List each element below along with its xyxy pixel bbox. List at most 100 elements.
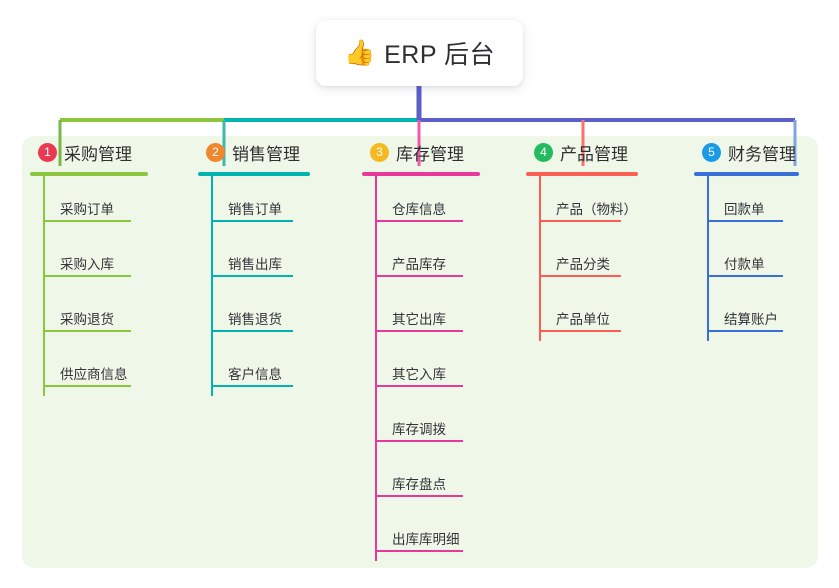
branch-child-label: 产品（物料）: [556, 202, 637, 217]
branch-child-item[interactable]: 采购退货: [28, 286, 176, 341]
branch-children: 回款单付款单结算账户: [692, 176, 822, 341]
branch-child-item[interactable]: 销售订单: [196, 176, 336, 231]
branch-child-label: 产品单位: [556, 312, 610, 327]
branch-child-label: 采购退货: [60, 312, 114, 327]
branch-number-badge: 1: [38, 142, 57, 162]
branch-child-label: 客户信息: [228, 367, 282, 382]
branch-child-item[interactable]: 产品分类: [524, 231, 664, 286]
branch-header-3[interactable]: 3 库存管理: [360, 136, 508, 168]
branch-number-badge: 2: [206, 142, 225, 162]
branch-child-underline: [707, 220, 783, 222]
branch-spine: [375, 176, 377, 561]
branch-number-badge: 5: [702, 142, 721, 162]
branch-child-label: 其它入库: [392, 367, 446, 382]
branch-child-item[interactable]: 客户信息: [196, 341, 336, 396]
branch-child-underline: [211, 330, 293, 332]
branch-child-item[interactable]: 结算账户: [692, 286, 822, 341]
branch-child-underline: [211, 275, 293, 277]
branch-children: 仓库信息产品库存其它出库其它入库库存调拨库存盘点出库库明细: [360, 176, 508, 561]
branch-column-5: 5 财务管理回款单付款单结算账户: [692, 136, 822, 341]
branch-column-1: 1 采购管理采购订单采购入库采购退货供应商信息: [28, 136, 176, 396]
branch-spine: [707, 176, 709, 341]
branch-column-3: 3 库存管理仓库信息产品库存其它出库其它入库库存调拨库存盘点出库库明细: [360, 136, 508, 561]
branch-child-underline: [375, 550, 463, 552]
branch-underline: [526, 172, 638, 176]
branch-child-underline: [43, 220, 131, 222]
branch-child-label: 结算账户: [724, 312, 778, 327]
thumbs-up-icon: 👍: [343, 38, 376, 67]
branch-spine: [211, 176, 213, 396]
branch-child-label: 产品库存: [392, 257, 446, 272]
branch-header-4[interactable]: 4 产品管理: [524, 136, 664, 168]
branch-child-label: 库存调拨: [392, 422, 446, 437]
branch-child-item[interactable]: 库存调拨: [360, 396, 508, 451]
branch-underline: [198, 172, 310, 176]
branch-child-underline: [43, 330, 131, 332]
branch-child-item[interactable]: 采购入库: [28, 231, 176, 286]
branch-number-badge: 3: [370, 142, 389, 162]
branch-child-item[interactable]: 采购订单: [28, 176, 176, 231]
branch-child-underline: [375, 495, 463, 497]
branch-child-item[interactable]: 供应商信息: [28, 341, 176, 396]
branch-child-label: 采购入库: [60, 257, 114, 272]
branch-child-underline: [43, 385, 131, 387]
branch-child-item[interactable]: 产品库存: [360, 231, 508, 286]
branch-header-1[interactable]: 1 采购管理: [28, 136, 176, 168]
branch-child-underline: [375, 440, 463, 442]
branch-title: 产品管理: [560, 144, 628, 164]
branch-child-label: 产品分类: [556, 257, 610, 272]
branch-child-label: 回款单: [724, 202, 765, 217]
branch-title: 销售管理: [232, 144, 300, 164]
branch-child-item[interactable]: 销售出库: [196, 231, 336, 286]
branch-underline: [30, 172, 148, 176]
branch-child-item[interactable]: 销售退货: [196, 286, 336, 341]
branch-title: 采购管理: [64, 144, 132, 164]
branch-columns: 1 采购管理采购订单采购入库采购退货供应商信息 2 销售管理销售订单销售出库销售退货客…: [0, 136, 839, 568]
branch-child-underline: [539, 330, 621, 332]
branch-child-underline: [707, 275, 783, 277]
root-title: ERP 后台: [384, 41, 496, 69]
branch-child-item[interactable]: 其它出库: [360, 286, 508, 341]
branch-children: 采购订单采购入库采购退货供应商信息: [28, 176, 176, 396]
branch-child-label: 付款单: [724, 257, 765, 272]
root-node[interactable]: 👍 ERP 后台: [316, 20, 523, 86]
branch-child-underline: [375, 275, 463, 277]
branch-child-underline: [375, 220, 463, 222]
branch-number-badge: 4: [534, 142, 553, 162]
branch-child-label: 销售出库: [228, 257, 282, 272]
branch-child-label: 采购订单: [60, 202, 114, 217]
branch-child-item[interactable]: 其它入库: [360, 341, 508, 396]
branch-child-underline: [539, 220, 621, 222]
branch-child-label: 供应商信息: [60, 367, 128, 382]
branch-underline: [362, 172, 480, 176]
branch-underline: [694, 172, 799, 176]
branch-child-label: 仓库信息: [392, 202, 446, 217]
branch-title: 库存管理: [396, 144, 464, 164]
branch-child-underline: [211, 385, 293, 387]
branch-child-underline: [375, 330, 463, 332]
branch-child-label: 销售退货: [228, 312, 282, 327]
branch-child-item[interactable]: 仓库信息: [360, 176, 508, 231]
branch-child-item[interactable]: 回款单: [692, 176, 822, 231]
branch-child-underline: [211, 220, 293, 222]
branch-children: 销售订单销售出库销售退货客户信息: [196, 176, 336, 396]
branch-spine: [539, 176, 541, 341]
branch-child-item[interactable]: 产品（物料）: [524, 176, 664, 231]
branch-child-underline: [43, 275, 131, 277]
branch-header-5[interactable]: 5 财务管理: [692, 136, 822, 168]
branch-child-label: 销售订单: [228, 202, 282, 217]
branch-child-label: 库存盘点: [392, 477, 446, 492]
branch-child-underline: [707, 330, 783, 332]
branch-column-2: 2 销售管理销售订单销售出库销售退货客户信息: [196, 136, 336, 396]
branch-child-label: 出库库明细: [392, 532, 460, 547]
branch-header-2[interactable]: 2 销售管理: [196, 136, 336, 168]
branch-child-item[interactable]: 产品单位: [524, 286, 664, 341]
branch-title: 财务管理: [728, 144, 796, 164]
branch-child-item[interactable]: 付款单: [692, 231, 822, 286]
branch-children: 产品（物料） 产品分类产品单位: [524, 176, 664, 341]
branch-child-underline: [375, 385, 463, 387]
branch-child-label: 其它出库: [392, 312, 446, 327]
branch-child-item[interactable]: 库存盘点: [360, 451, 508, 506]
branch-child-item[interactable]: 出库库明细: [360, 506, 508, 561]
